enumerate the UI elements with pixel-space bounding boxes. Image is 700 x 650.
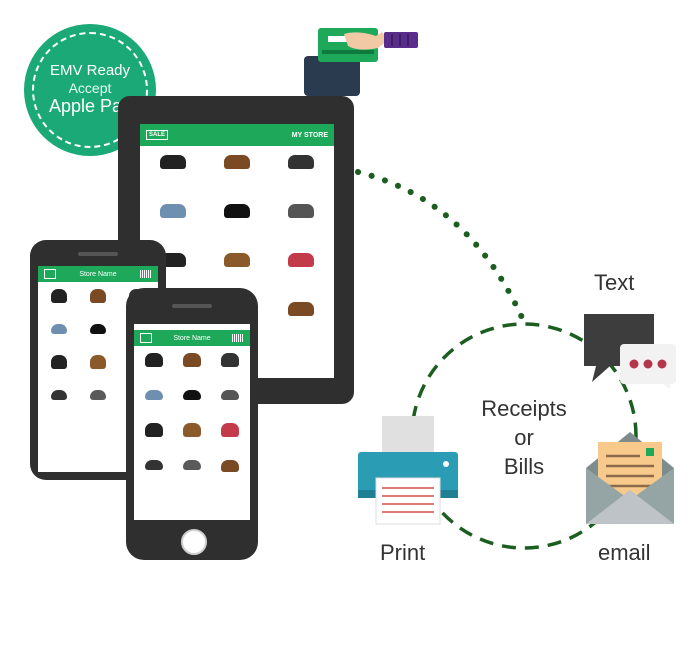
product-card[interactable] <box>270 296 331 342</box>
shoe-icon <box>90 324 106 334</box>
shoe-icon <box>145 460 164 470</box>
shoe-icon <box>182 460 201 470</box>
product-card[interactable] <box>80 351 116 383</box>
shoe-icon <box>160 204 187 218</box>
product-card[interactable] <box>143 149 204 195</box>
phone-front-header-title: Store Name <box>173 334 211 342</box>
shoe-icon <box>182 423 201 437</box>
shoe-icon <box>223 155 250 169</box>
shoe-icon <box>220 390 239 400</box>
chat-icon <box>584 314 676 388</box>
shoe-icon <box>287 302 314 316</box>
shoe-icon <box>220 460 239 472</box>
shoe-icon <box>90 390 106 400</box>
shoe-icon <box>145 390 164 400</box>
product-card[interactable] <box>143 198 204 244</box>
product-card[interactable] <box>137 386 172 416</box>
shoe-icon <box>51 355 67 369</box>
shoe-icon <box>182 353 201 367</box>
phone-front-product-grid <box>134 346 250 491</box>
emv-badge: EMV Ready Accept Apple Pay <box>24 24 156 156</box>
badge-ring <box>32 32 148 148</box>
barcode-icon <box>139 270 152 278</box>
shoe-icon <box>145 423 164 437</box>
shoe-icon <box>287 155 314 169</box>
product-card[interactable] <box>212 419 247 453</box>
badge-line-1: EMV Ready <box>49 62 131 79</box>
shoe-icon <box>51 390 67 400</box>
product-card[interactable] <box>80 285 116 317</box>
shoe-icon <box>287 253 314 267</box>
product-card[interactable] <box>41 351 77 383</box>
badge-line-2: Accept <box>68 80 112 96</box>
product-card[interactable] <box>206 198 268 244</box>
shoe-icon <box>160 155 187 169</box>
product-card[interactable] <box>41 320 77 348</box>
tablet-header-bar: SALE MY STORE <box>140 124 334 146</box>
product-card[interactable] <box>206 149 268 195</box>
product-card[interactable] <box>270 198 331 244</box>
shoe-icon <box>90 289 106 303</box>
product-card[interactable] <box>212 386 247 416</box>
shoe-icon <box>160 253 187 267</box>
phone-speaker <box>78 252 118 256</box>
product-card[interactable] <box>174 386 210 416</box>
center-line-2: or <box>514 425 534 450</box>
product-card[interactable] <box>137 419 172 453</box>
product-card[interactable] <box>80 320 116 348</box>
shoe-icon <box>220 353 239 367</box>
home-button[interactable] <box>181 529 207 555</box>
email-label: email <box>598 540 651 565</box>
product-card[interactable] <box>80 386 116 414</box>
product-card[interactable] <box>174 456 210 488</box>
phone-front-device: Store Name <box>126 288 258 560</box>
phone-back-header-bar: Store Name <box>38 266 158 282</box>
product-card[interactable] <box>137 456 172 488</box>
product-card[interactable] <box>41 285 77 317</box>
phone-front-screen: Store Name <box>134 324 250 520</box>
barcode-icon <box>231 334 244 342</box>
product-card[interactable] <box>174 419 210 453</box>
shoe-icon <box>90 355 106 369</box>
store-logo-icon <box>44 269 56 279</box>
status-bar <box>134 324 250 330</box>
center-line-1: Receipts <box>481 396 567 421</box>
product-card[interactable] <box>137 349 172 383</box>
phone-back-header-title: Store Name <box>79 270 117 278</box>
print-label: Print <box>380 540 426 565</box>
text-label: Text <box>594 270 635 295</box>
phone-speaker <box>172 304 212 308</box>
badge-line-3: Apple Pay <box>48 96 132 116</box>
shoe-icon <box>51 324 67 334</box>
product-card[interactable] <box>212 456 247 488</box>
center-label: Receipts or Bills <box>462 394 586 481</box>
shoe-icon <box>223 253 250 267</box>
product-card[interactable] <box>270 247 331 293</box>
envelope-icon <box>586 432 674 524</box>
shoe-icon <box>223 204 250 218</box>
product-card[interactable] <box>212 349 247 383</box>
shoe-icon <box>287 204 314 218</box>
card-reader-icon <box>304 28 418 96</box>
sale-icon: SALE <box>146 130 169 140</box>
phone-front-header-bar: Store Name <box>134 330 250 346</box>
center-line-3: Bills <box>503 454 545 479</box>
shoe-icon <box>145 353 164 367</box>
tablet-header-title: MY STORE <box>291 131 328 139</box>
printer-icon <box>358 416 458 525</box>
product-card[interactable] <box>206 247 268 293</box>
store-logo-icon <box>140 333 152 343</box>
product-card[interactable] <box>41 386 77 414</box>
shoe-icon <box>220 423 239 437</box>
shoe-icon <box>51 289 67 303</box>
shoe-icon <box>182 390 201 400</box>
product-card[interactable] <box>174 349 210 383</box>
product-card[interactable] <box>270 149 331 195</box>
